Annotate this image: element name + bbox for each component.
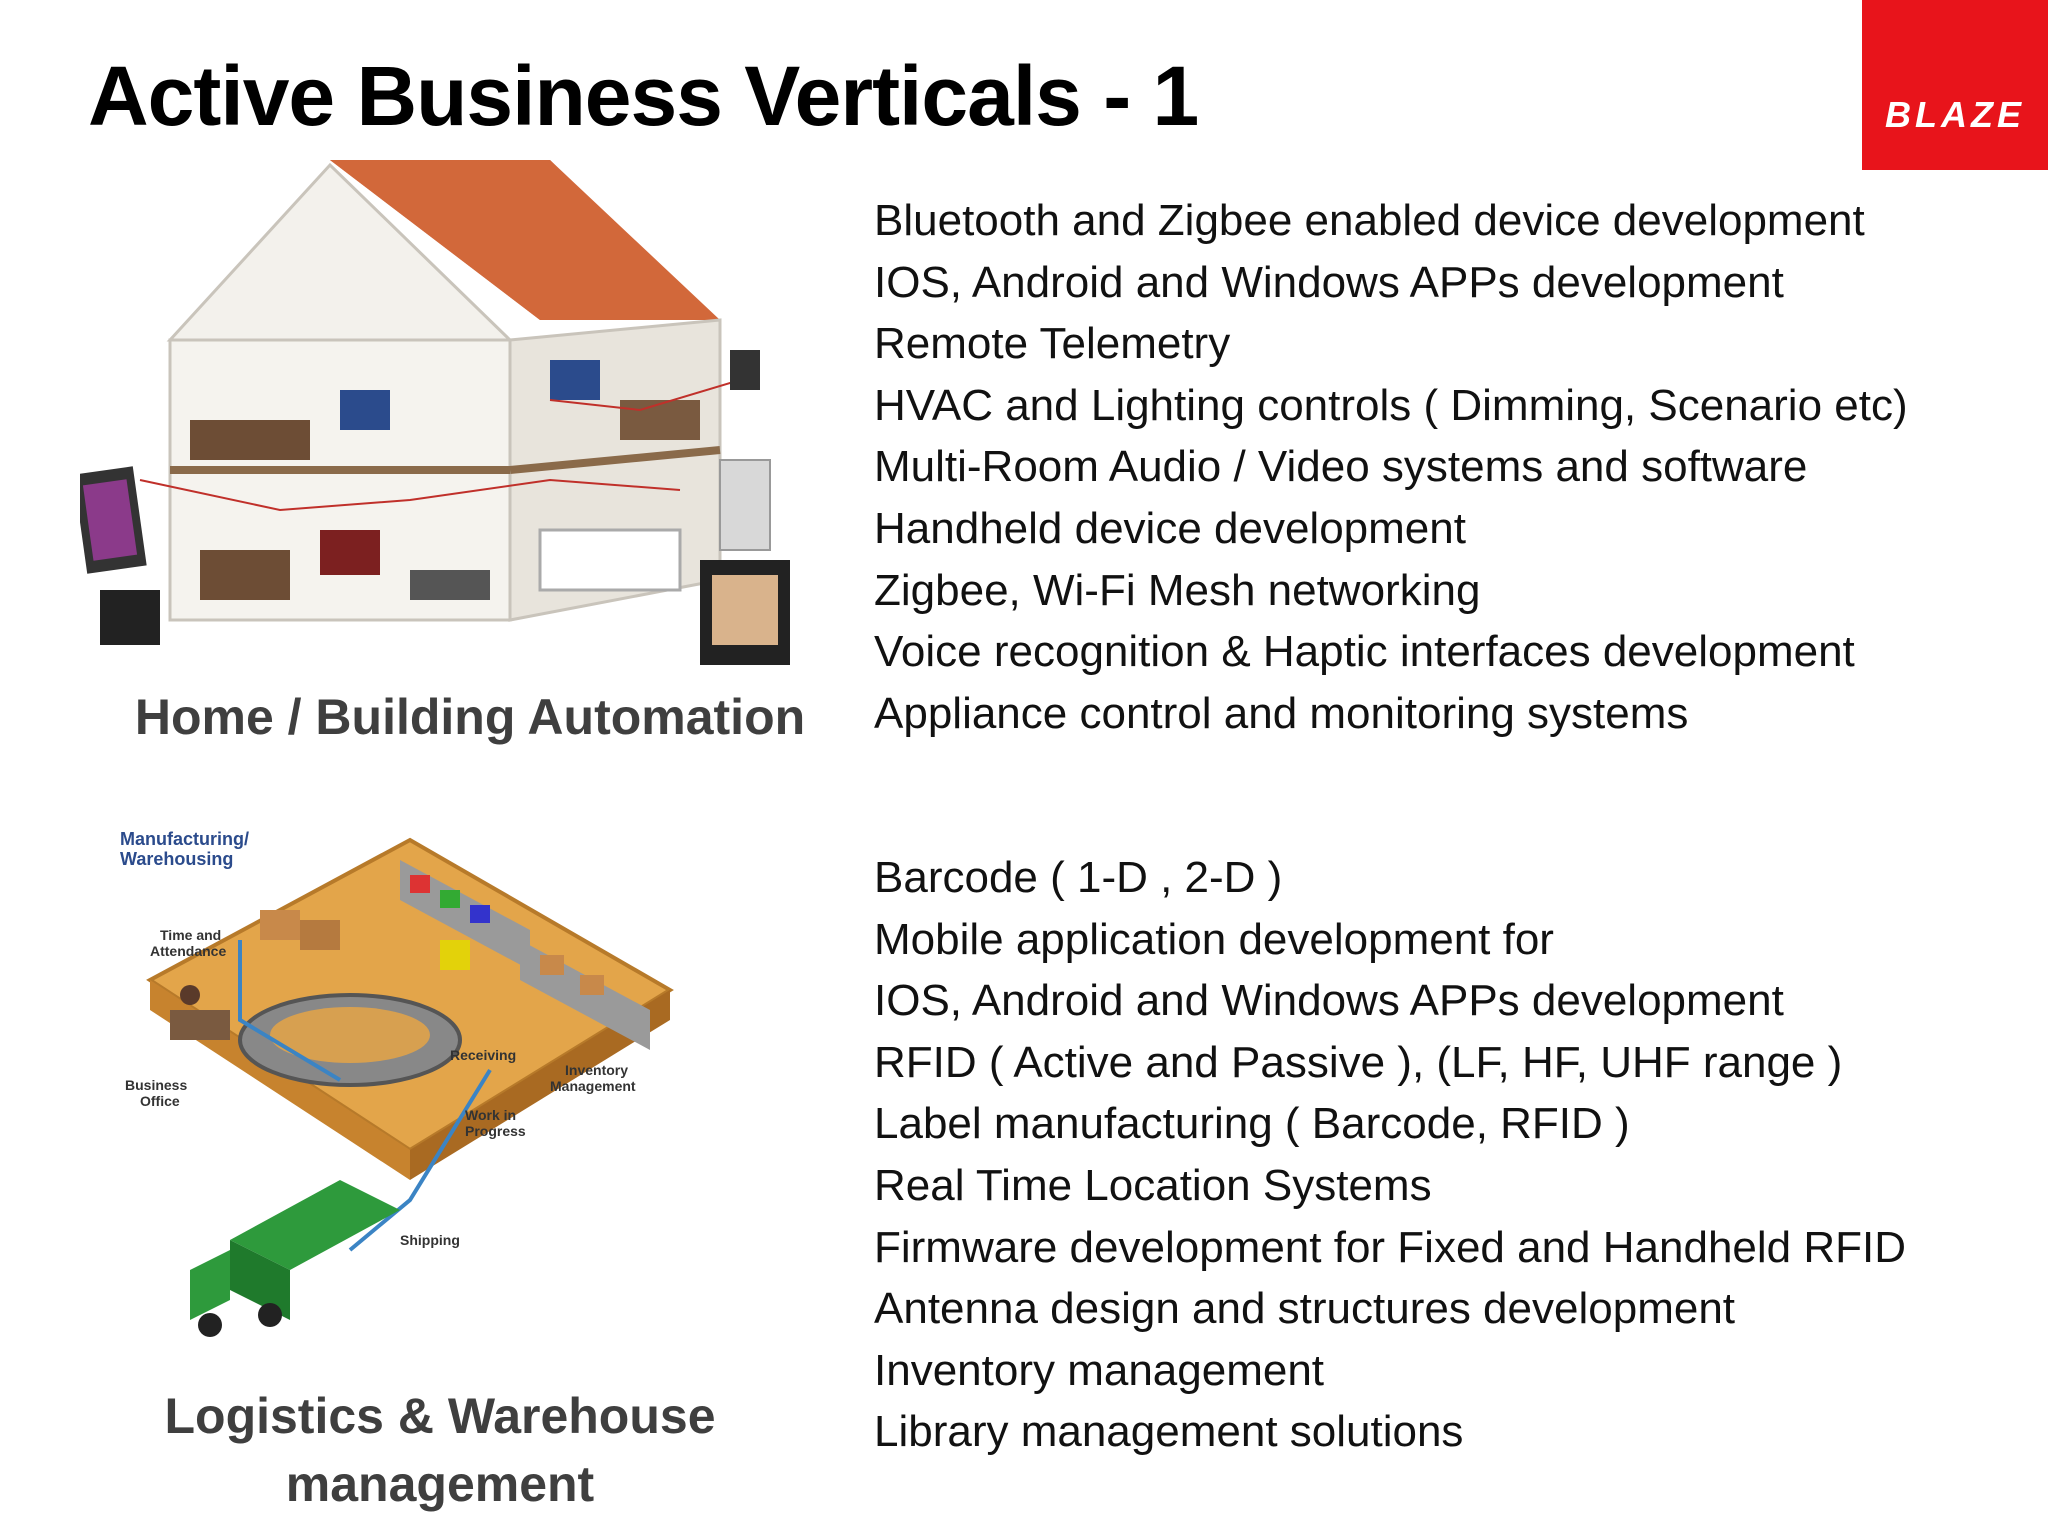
- list-item: Bluetooth and Zigbee enabled device deve…: [874, 196, 1865, 245]
- list-item: Zigbee, Wi-Fi Mesh networking: [874, 565, 1481, 615]
- logistics-caption: Logistics & Warehouse management: [100, 1382, 780, 1518]
- warehouse-illustration: Manufacturing/ Warehousing Time and Atte…: [110, 820, 710, 1360]
- list-item: RFID ( Active and Passive ), (LF, HF, UH…: [874, 1037, 1843, 1087]
- smart-home-icon: [73, 160, 790, 665]
- wh-label-business: Business: [125, 1077, 187, 1093]
- list-item: Firmware development for Fixed and Handh…: [874, 1222, 1907, 1272]
- list-item: Antenna design and structures developmen…: [874, 1284, 1736, 1334]
- smart-home-illustration: [73, 150, 800, 680]
- wh-label-receiving: Receiving: [450, 1047, 516, 1063]
- list-item: Inventory management: [874, 1345, 1325, 1395]
- wh-label-warehousing: Warehousing: [120, 849, 233, 869]
- wh-label-progress: Progress: [465, 1123, 526, 1139]
- blaze-logo: BLAZE: [1862, 0, 2048, 170]
- home-automation-list: Bluetooth and Zigbee enabled device deve…: [874, 190, 1908, 744]
- wh-label-attendance: Attendance: [150, 943, 226, 959]
- wh-label-manufacturing: Manufacturing/: [120, 829, 249, 849]
- home-automation-caption: Home / Building Automation: [134, 689, 806, 745]
- wh-label-management: Management: [550, 1078, 636, 1094]
- wh-label-time: Time and: [160, 927, 221, 943]
- logistics-list: Barcode ( 1-D , 2-D ) Mobile application…: [874, 847, 1906, 1463]
- logistics-caption-line2: management: [285, 1456, 595, 1512]
- list-item: HVAC and Lighting controls ( Dimming, Sc…: [874, 380, 1908, 430]
- list-item: Handheld device development: [874, 503, 1466, 553]
- list-item: Mobile application development for: [874, 914, 1554, 964]
- wh-label-office: Office: [140, 1093, 180, 1109]
- list-item: Real Time Location Systems: [874, 1160, 1432, 1210]
- list-item: Remote Telemetry: [874, 319, 1231, 369]
- list-item: Voice recognition & Haptic interfaces de…: [874, 627, 1855, 677]
- list-item: Barcode ( 1-D , 2-D ): [874, 853, 1283, 902]
- wh-label-inventory: Inventory: [565, 1062, 628, 1078]
- warehouse-icon: Manufacturing/ Warehousing Time and Atte…: [120, 829, 674, 1337]
- list-item: Library management solutions: [874, 1407, 1464, 1457]
- list-item: IOS, Android and Windows APPs developmen…: [874, 257, 1784, 307]
- list-item: Multi-Room Audio / Video systems and sof…: [874, 442, 1808, 492]
- list-item: Label manufacturing ( Barcode, RFID ): [874, 1099, 1630, 1149]
- logistics-caption-line1: Logistics & Warehouse: [164, 1388, 716, 1444]
- logo-text: BLAZE: [1885, 94, 2025, 135]
- list-item: IOS, Android and Windows APPs developmen…: [874, 976, 1784, 1026]
- slide-title: Active Business Verticals - 1: [88, 49, 1199, 143]
- list-item: Appliance control and monitoring systems: [874, 688, 1689, 738]
- wh-label-shipping: Shipping: [400, 1232, 460, 1248]
- wh-label-work: Work in: [465, 1107, 516, 1123]
